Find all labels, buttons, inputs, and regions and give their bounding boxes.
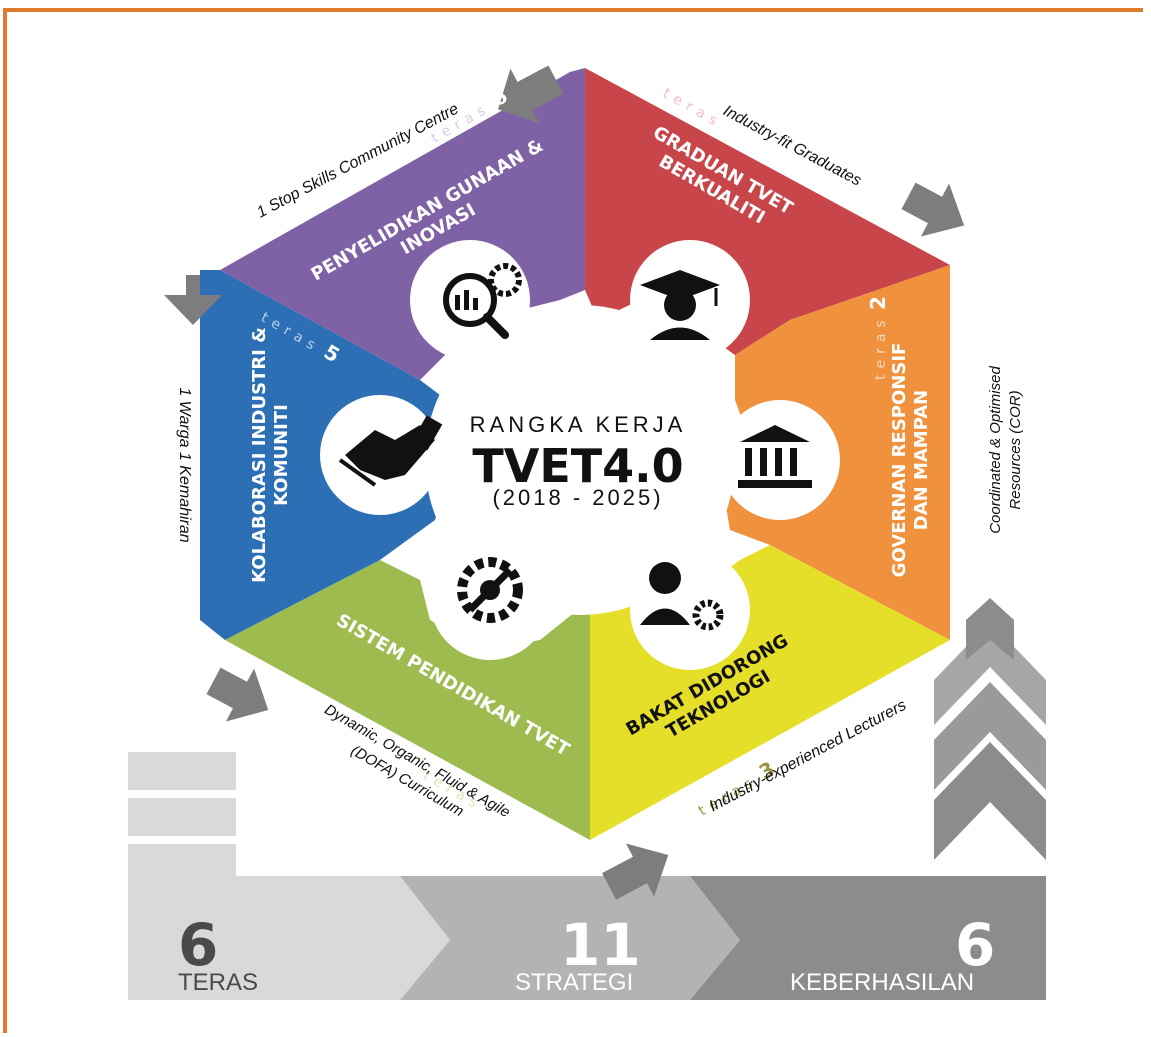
center-title-line1: RANGKA KERJA (470, 412, 687, 437)
keberhasilan-count: 6 (955, 911, 995, 979)
center-years: (2018 - 2025) (492, 485, 663, 510)
arrow-right-icon (901, 182, 965, 237)
arrow-down-icon (164, 275, 222, 325)
graduate-icon (640, 270, 720, 340)
segment-5-labels: KOLABORASI INDUSTRI & KOMUNITI (249, 327, 292, 583)
teras-count: 6 (178, 911, 218, 979)
bar-segment-strategi (400, 876, 740, 1000)
segment-title: GOVERNAN RESPONSIF (889, 343, 910, 578)
bar-step-mid (128, 798, 236, 836)
segment-teras-4 (225, 560, 590, 840)
frame-border (3, 8, 1143, 1033)
segment-title: KOLABORASI INDUSTRI & (249, 327, 270, 583)
bar-segment-teras (128, 844, 450, 1000)
arrow-left-icon (498, 65, 564, 124)
teras-label: TERAS (178, 969, 258, 996)
arrow-right-icon (206, 667, 269, 722)
outcome-5: 1 Warga 1 Kemahiran (176, 387, 193, 542)
center-title-line2: TVET4.0 (472, 439, 683, 493)
bottom-bar (128, 598, 1046, 1000)
segment-title: DAN MAMPAN (911, 390, 932, 531)
teras-word: teras (873, 314, 889, 380)
outcome-2b: Resources (COR) (1007, 390, 1024, 509)
wrench-gear-icon (457, 557, 523, 623)
outcome-2a: Coordinated & Optimised (987, 366, 1004, 534)
user-gear-icon (640, 562, 724, 631)
bar-step-top (128, 752, 236, 790)
institution-icon (738, 425, 812, 488)
handshake-icon (338, 415, 443, 487)
chevron-up-icon (966, 598, 1014, 660)
chevron-up-icon (934, 742, 1046, 860)
strategi-count: 11 (560, 911, 641, 979)
chevron-up-icon (934, 682, 1046, 790)
segment-2-labels: teras 2 GOVERNAN RESPONSIF DAN MAMPAN (866, 296, 932, 577)
strategi-label: STRATEGI (515, 969, 633, 996)
teras-number: 2 (866, 296, 890, 310)
cycle-arrows (164, 65, 965, 900)
segment-title: KOMUNITI (271, 404, 292, 506)
analytics-gear-icon (443, 263, 522, 339)
keberhasilan-label: KEBERHASILAN (790, 969, 974, 996)
bar-segment-keberhasilan (690, 876, 1046, 1000)
arrow-right-icon (602, 843, 669, 900)
chevron-up-icon (934, 622, 1046, 725)
